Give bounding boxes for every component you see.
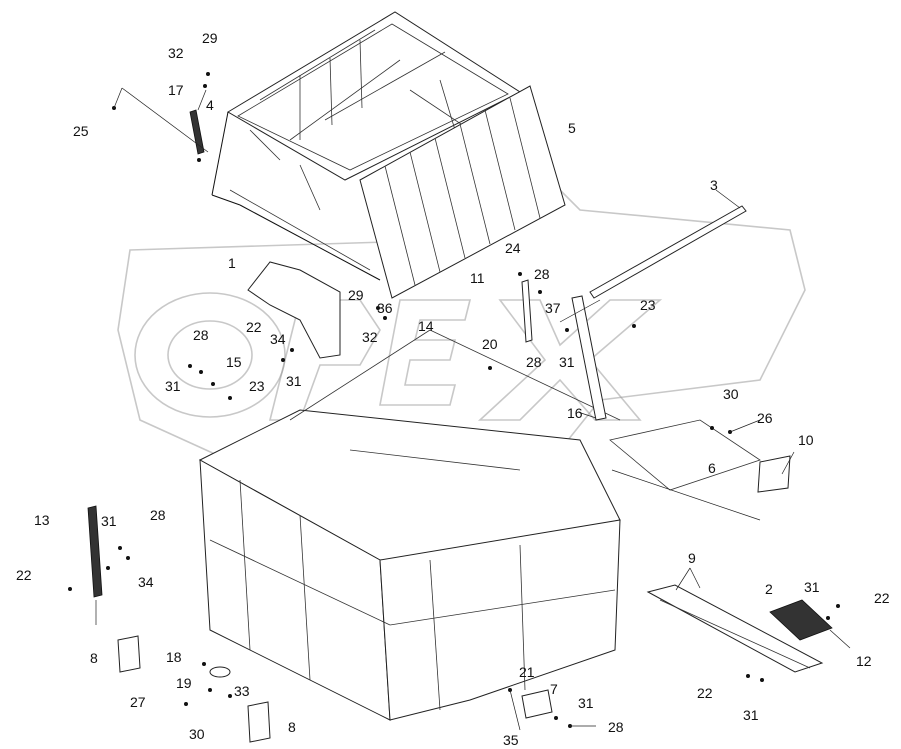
callout-11: 11 — [470, 270, 485, 286]
callout-22b: 22 — [16, 567, 32, 583]
part-13-rail — [87, 505, 103, 598]
callout-33: 33 — [234, 683, 250, 699]
callout-34b: 34 — [138, 574, 154, 590]
callout-7: 7 — [550, 681, 558, 697]
part-9-tray — [646, 584, 824, 673]
callout-29: 29 — [202, 30, 218, 46]
callout-5: 5 — [568, 120, 576, 136]
callout-32b: 32 — [362, 329, 378, 345]
callout-31g: 31 — [743, 707, 759, 723]
callout-31f: 31 — [578, 695, 594, 711]
callout-28e: 28 — [608, 719, 624, 735]
callout-30: 30 — [723, 386, 739, 402]
callout-31d: 31 — [101, 513, 117, 529]
callout-28d: 28 — [150, 507, 166, 523]
callout-23b: 23 — [249, 378, 265, 394]
callout-22c: 22 — [874, 590, 890, 606]
bar-3 — [589, 205, 747, 299]
callout-31: 31 — [559, 354, 575, 370]
callout-21: 21 — [519, 664, 535, 680]
leader-lines — [95, 87, 851, 731]
callout-30b: 30 — [189, 726, 205, 742]
callout-29b: 29 — [348, 287, 364, 303]
part-8-plates — [117, 635, 271, 743]
callout-6: 6 — [708, 460, 716, 476]
part-1-guard — [247, 261, 341, 359]
callout-28b: 28 — [193, 327, 209, 343]
callout-22: 22 — [246, 319, 262, 335]
callout-8: 8 — [90, 650, 98, 666]
callout-32: 32 — [168, 45, 184, 61]
callout-25: 25 — [73, 123, 89, 139]
callout-10: 10 — [798, 432, 814, 448]
callout-37: 37 — [545, 300, 561, 316]
top-lid-frame — [211, 11, 522, 281]
part-16-strip — [571, 295, 607, 421]
callout-14: 14 — [418, 318, 434, 334]
callout-2: 2 — [765, 581, 773, 597]
callout-labels: 29 32 17 4 25 5 3 24 28 1 11 29 36 37 23… — [16, 30, 890, 748]
callout-23: 23 — [640, 297, 656, 313]
callout-1: 1 — [228, 255, 236, 271]
callout-22d: 22 — [697, 685, 713, 701]
fastener-dots — [68, 72, 840, 728]
callout-31c: 31 — [165, 378, 181, 394]
part-19-clip — [209, 666, 231, 678]
callout-27: 27 — [130, 694, 146, 710]
callout-28: 28 — [534, 266, 550, 282]
callout-36: 36 — [377, 300, 393, 316]
lid-panel-5 — [359, 85, 566, 299]
callout-24: 24 — [505, 240, 521, 256]
part-37-bracket — [521, 279, 533, 343]
callout-8b: 8 — [288, 719, 296, 735]
part-10-plate — [757, 455, 791, 493]
callout-20: 20 — [482, 336, 498, 352]
callout-12: 12 — [856, 653, 872, 669]
callout-18: 18 — [166, 649, 182, 665]
callout-19: 19 — [176, 675, 192, 691]
callout-4: 4 — [206, 97, 214, 113]
part-4-rod — [189, 109, 205, 155]
callout-16: 16 — [567, 405, 583, 421]
callout-31e: 31 — [804, 579, 820, 595]
main-housing — [198, 329, 761, 721]
callout-15: 15 — [226, 354, 242, 370]
callout-34: 34 — [270, 331, 286, 347]
callout-31b: 31 — [286, 373, 302, 389]
callout-9: 9 — [688, 550, 696, 566]
part-7-plate — [521, 689, 553, 719]
callout-26: 26 — [757, 410, 773, 426]
callout-3: 3 — [710, 177, 718, 193]
callout-35: 35 — [503, 732, 519, 748]
callout-17: 17 — [168, 82, 184, 98]
part-2-grid — [769, 599, 833, 641]
callout-28c: 28 — [526, 354, 542, 370]
callout-13: 13 — [34, 512, 50, 528]
